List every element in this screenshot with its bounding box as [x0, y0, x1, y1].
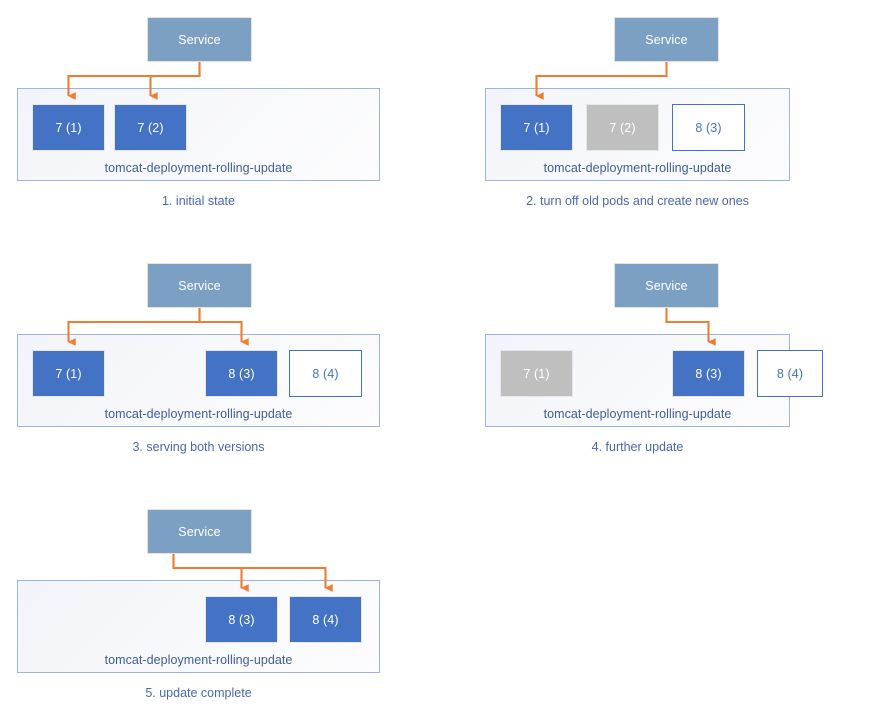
pod-label: 8 (3) — [228, 366, 255, 381]
pod-8-4[interactable]: 8 (4) — [289, 596, 362, 643]
pod-label: 7 (2) — [137, 120, 164, 135]
pod-label: 7 (2) — [609, 120, 636, 135]
deployment-name-label-2: tomcat-deployment-rolling-update — [543, 161, 732, 175]
step-caption-3: 3. serving both versions — [132, 440, 265, 454]
pod-7-2[interactable]: 7 (2) — [114, 104, 187, 151]
deployment-name-label-3: tomcat-deployment-rolling-update — [104, 407, 293, 421]
step-caption-5: 5. update complete — [145, 686, 252, 700]
deployment-name-label-4: tomcat-deployment-rolling-update — [543, 407, 732, 421]
service-node-label: Service — [645, 278, 688, 293]
pod-label: 8 (3) — [695, 120, 722, 135]
step-caption-1: 1. initial state — [162, 194, 235, 208]
pod-8-3[interactable]: 8 (3) — [672, 104, 745, 151]
pod-7-1[interactable]: 7 (1) — [32, 350, 105, 397]
pod-label: 7 (1) — [55, 366, 82, 381]
deployment-name-label-5: tomcat-deployment-rolling-update — [104, 653, 293, 667]
pod-8-3[interactable]: 8 (3) — [205, 596, 278, 643]
service-node-3[interactable]: Service — [147, 263, 252, 308]
service-node-label: Service — [645, 32, 688, 47]
pod-8-3[interactable]: 8 (3) — [672, 350, 745, 397]
service-node-1[interactable]: 1. initial state Service — [147, 17, 252, 62]
pod-label: 7 (1) — [523, 366, 550, 381]
service-node-label: Service — [178, 278, 221, 293]
pod-8-4[interactable]: 8 (4) — [757, 350, 823, 397]
pod-8-4[interactable]: 8 (4) — [289, 350, 362, 397]
pod-label: 8 (4) — [312, 612, 339, 627]
pod-8-3[interactable]: 8 (3) — [205, 350, 278, 397]
pod-7-1[interactable]: 7 (1) — [32, 104, 105, 151]
pod-label: 7 (1) — [523, 120, 550, 135]
pod-label: 8 (4) — [776, 366, 804, 381]
service-node-label: Service — [178, 32, 221, 47]
step-caption-2: 2. turn off old pods and create new ones — [526, 194, 749, 208]
service-node-5[interactable]: Service — [147, 509, 252, 554]
service-node-2[interactable]: Service — [614, 17, 719, 62]
pod-7-2[interactable]: 7 (2) — [586, 104, 659, 151]
step-caption-4: 4. further update — [591, 440, 684, 454]
pod-label: 8 (3) — [695, 366, 722, 381]
pod-7-1[interactable]: 7 (1) — [500, 350, 573, 397]
pod-7-1[interactable]: 7 (1) — [500, 104, 573, 151]
service-node-label: Service — [178, 524, 221, 539]
deployment-name-label-1: tomcat-deployment-rolling-update — [104, 161, 293, 175]
pod-label: 8 (3) — [228, 612, 255, 627]
pod-label: 7 (1) — [55, 120, 82, 135]
pod-label: 8 (4) — [312, 366, 339, 381]
service-node-4[interactable]: Service — [614, 263, 719, 308]
